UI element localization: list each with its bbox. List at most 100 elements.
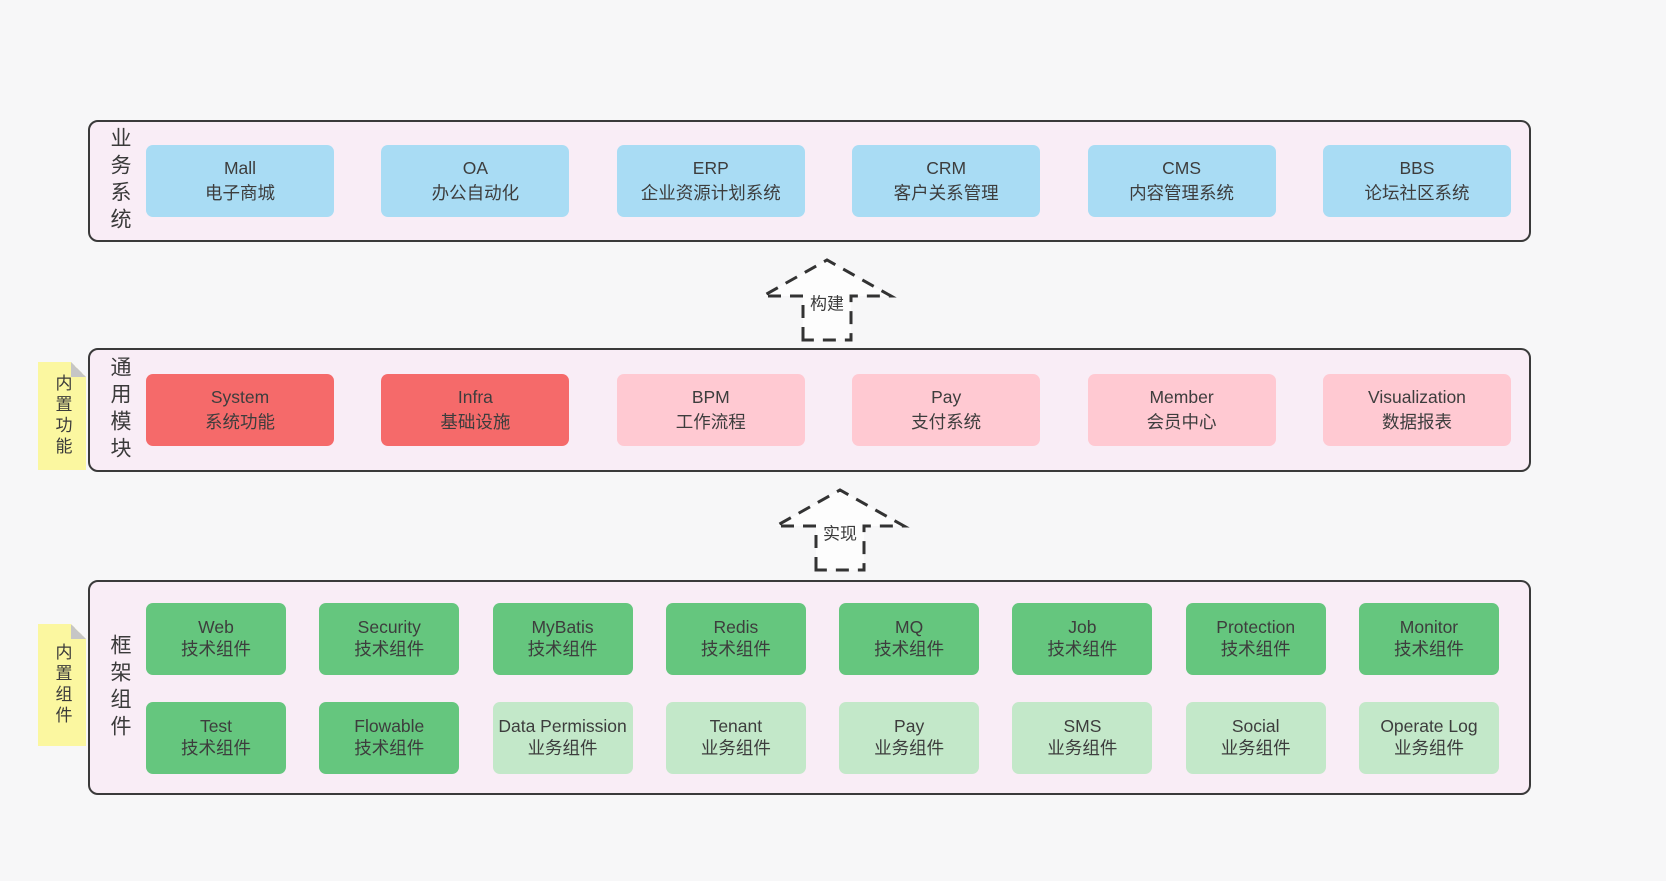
business-systems-band: 业务系统 Mall 电子商城 OA 办公自动化 ERP 企业资源计划系统 CRM… (88, 120, 1531, 242)
box-title: Web (198, 617, 234, 638)
box-data-permission: Data Permission 业务组件 (492, 702, 633, 774)
box-title: BBS (1399, 157, 1435, 178)
common-modules-band: 通用模块 System 系统功能 Infra 基础设施 BPM 工作流程 Pay… (88, 348, 1531, 472)
box-subtitle: 技术组件 (1393, 639, 1464, 659)
box-mybatis: MyBatis 技术组件 (492, 603, 633, 675)
box-subtitle: 技术组件 (527, 639, 598, 659)
box-monitor: Monitor 技术组件 (1358, 603, 1499, 675)
box-bpm: BPM 工作流程 (616, 374, 805, 446)
folded-corner-icon (71, 624, 86, 639)
box-title: MQ (895, 617, 924, 638)
box-subtitle: 会员中心 (1146, 412, 1217, 432)
box-subtitle: 数据报表 (1381, 412, 1452, 432)
box-subtitle: 支付系统 (911, 412, 982, 432)
box-job: Job 技术组件 (1012, 603, 1153, 675)
framework-components-rows: Web 技术组件 Security 技术组件 MyBatis 技术组件 Redi… (90, 582, 1529, 793)
box-title: SMS (1063, 716, 1102, 737)
business-systems-row: Mall 电子商城 OA 办公自动化 ERP 企业资源计划系统 CRM 客户关系… (90, 122, 1529, 240)
framework-row-1: Web 技术组件 Security 技术组件 MyBatis 技术组件 Redi… (146, 603, 1499, 675)
box-infra: Infra 基础设施 (381, 374, 570, 446)
box-subtitle: 业务组件 (1393, 738, 1464, 758)
box-oa: OA 办公自动化 (381, 145, 570, 217)
box-subtitle: 业务组件 (1220, 738, 1291, 758)
box-cms: CMS 内容管理系统 (1087, 145, 1276, 217)
box-visualization: Visualization 数据报表 (1322, 374, 1511, 446)
box-title: System (210, 386, 270, 407)
box-title: Pay (931, 386, 962, 407)
box-member: Member 会员中心 (1087, 374, 1276, 446)
box-redis: Redis 技术组件 (665, 603, 806, 675)
box-title: Social (1231, 716, 1280, 737)
box-protection: Protection 技术组件 (1185, 603, 1326, 675)
box-mq: MQ 技术组件 (839, 603, 980, 675)
box-subtitle: 技术组件 (354, 639, 425, 659)
box-subtitle: 业务组件 (700, 738, 771, 758)
build-arrow-label: 构建 (808, 289, 846, 315)
box-title: Job (1068, 617, 1097, 638)
box-title: Infra (457, 386, 493, 407)
box-social: Social 业务组件 (1185, 702, 1326, 774)
box-bbs: BBS 论坛社区系统 (1322, 145, 1511, 217)
builtin-functions-sticky: 内置功能 (38, 362, 86, 470)
box-subtitle: 客户关系管理 (893, 183, 999, 203)
band-label-framework-components: 框架组件 (108, 633, 131, 742)
box-erp: ERP 企业资源计划系统 (616, 145, 805, 217)
box-title: Member (1149, 386, 1214, 407)
box-web: Web 技术组件 (146, 603, 286, 675)
box-subtitle: 技术组件 (1220, 639, 1291, 659)
box-flowable: Flowable 技术组件 (319, 702, 460, 774)
box-subtitle: 技术组件 (874, 639, 945, 659)
box-title: Test (199, 716, 233, 737)
box-subtitle: 业务组件 (527, 738, 598, 758)
box-pay-component: Pay 业务组件 (839, 702, 980, 774)
box-subtitle: 基础设施 (440, 412, 511, 432)
box-security: Security 技术组件 (319, 603, 460, 675)
box-subtitle: 技术组件 (181, 639, 251, 659)
box-mall: Mall 电子商城 (146, 145, 334, 217)
box-tenant: Tenant 业务组件 (665, 702, 806, 774)
box-title: Mall (223, 157, 257, 178)
box-title: Data Permission (498, 716, 627, 737)
band-label-common-modules: 通用模块 (108, 356, 131, 464)
box-subtitle: 工作流程 (675, 412, 746, 432)
box-subtitle: 技术组件 (181, 738, 251, 758)
box-subtitle: 内容管理系统 (1129, 183, 1235, 203)
band-label-business-systems: 业务系统 (108, 127, 131, 235)
box-subtitle: 论坛社区系统 (1364, 183, 1470, 203)
box-title: BPM (691, 386, 730, 407)
box-title: Protection (1216, 617, 1296, 638)
box-pay-module: Pay 支付系统 (852, 374, 1041, 446)
sticky-label: 内置功能 (52, 374, 72, 458)
box-subtitle: 系统功能 (205, 412, 275, 432)
box-subtitle: 业务组件 (874, 738, 945, 758)
box-test: Test 技术组件 (146, 702, 286, 774)
box-subtitle: 业务组件 (1047, 738, 1118, 758)
builtin-components-sticky: 内置组件 (38, 624, 86, 746)
box-title: Pay (894, 716, 925, 737)
box-subtitle: 技术组件 (1047, 639, 1118, 659)
box-sms: SMS 业务组件 (1012, 702, 1153, 774)
box-title: Monitor (1399, 617, 1459, 638)
framework-components-band: 框架组件 Web 技术组件 Security 技术组件 MyBatis 技术组件… (88, 580, 1531, 795)
box-title: Operate Log (1380, 716, 1478, 737)
build-arrow: 构建 (757, 256, 897, 342)
box-subtitle: 办公自动化 (431, 183, 520, 203)
box-subtitle: 电子商城 (205, 183, 275, 203)
box-title: Visualization (1367, 386, 1466, 407)
framework-row-2: Test 技术组件 Flowable 技术组件 Data Permission … (146, 702, 1499, 774)
box-title: OA (462, 157, 489, 178)
box-title: CMS (1162, 157, 1201, 178)
box-title: MyBatis (531, 617, 594, 638)
implement-arrow-label: 实现 (821, 519, 859, 545)
box-title: ERP (692, 157, 729, 178)
implement-arrow: 实现 (770, 486, 910, 572)
box-operate-log: Operate Log 业务组件 (1358, 702, 1499, 774)
box-title: Security (357, 617, 421, 638)
box-title: CRM (926, 157, 967, 178)
folded-corner-icon (71, 362, 86, 377)
box-system: System 系统功能 (146, 374, 334, 446)
box-title: Flowable (354, 716, 425, 737)
common-modules-row: System 系统功能 Infra 基础设施 BPM 工作流程 Pay 支付系统… (90, 350, 1529, 470)
box-subtitle: 企业资源计划系统 (640, 183, 781, 203)
